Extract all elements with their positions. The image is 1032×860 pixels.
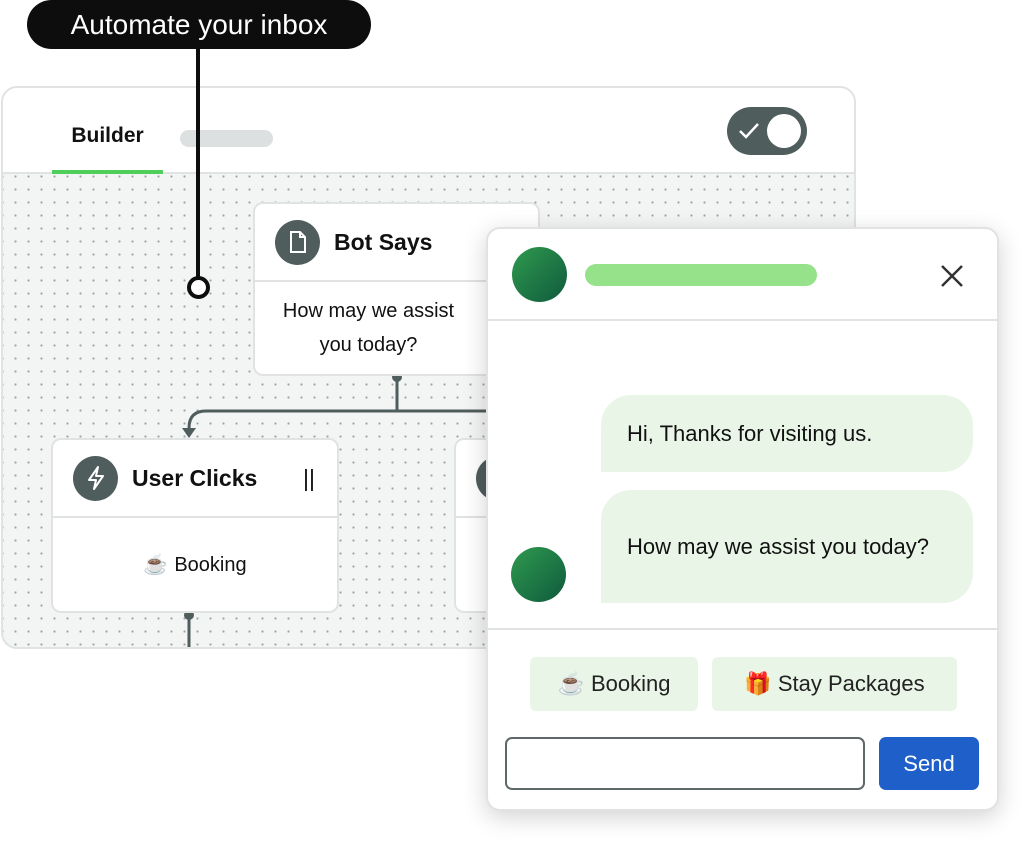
quick-reply-stay-packages[interactable]: 🎁Stay Packages [712,657,957,711]
enable-toggle[interactable] [727,107,807,155]
lightning-icon [73,455,118,501]
node-body: ☕ Booking [53,518,337,611]
chat-message: Hi, Thanks for visiting us. [601,395,973,472]
message-text: Hi, Thanks for visiting us. [627,420,873,446]
quick-reply-label: Booking [590,671,671,696]
message-text: How may we assist you today? [627,533,930,559]
divider [488,628,997,630]
quick-reply-booking[interactable]: ☕Booking [530,657,698,711]
gift-icon: 🎁 [744,671,772,696]
tab-builder-label: Builder [71,124,144,147]
callout-pointer-dot [187,276,210,299]
node-text: How may we assist you today? [282,300,455,356]
node-body: How may we assist you today? [255,282,538,374]
chat-message: How may we assist you today? [601,490,973,603]
chat-header [488,229,997,321]
callout-label: Automate your inbox [70,8,328,40]
coffee-icon: ☕ [143,553,169,576]
builder-header: Builder [3,88,854,174]
bot-avatar [512,247,567,302]
chat-widget: Hi, Thanks for visiting us. How may we a… [486,227,999,811]
message-input[interactable] [505,737,865,790]
bot-avatar [511,547,566,602]
callout-pill: Automate your inbox [27,0,371,49]
node-title: Bot Says [334,228,433,255]
drag-handle-icon[interactable]: || [303,464,315,491]
tab-builder[interactable]: Builder [52,88,163,174]
send-label: Send [903,750,955,776]
node-title: User Clicks [132,464,258,491]
send-button[interactable]: Send [879,737,979,790]
coffee-icon: ☕ [557,671,585,696]
tab-placeholder[interactable] [180,130,273,147]
bot-name-placeholder [585,264,817,286]
node-header: User Clicks || [53,440,337,518]
node-user-clicks[interactable]: User Clicks || ☕ Booking [51,438,339,613]
close-icon[interactable] [939,263,965,289]
node-header: Bot Says [255,204,538,282]
check-icon [739,123,759,139]
document-icon [275,219,320,265]
quick-reply-label: Stay Packages [777,671,925,696]
callout-pointer-line [196,48,200,278]
node-option: Booking [174,553,247,576]
toggle-knob [767,114,801,148]
